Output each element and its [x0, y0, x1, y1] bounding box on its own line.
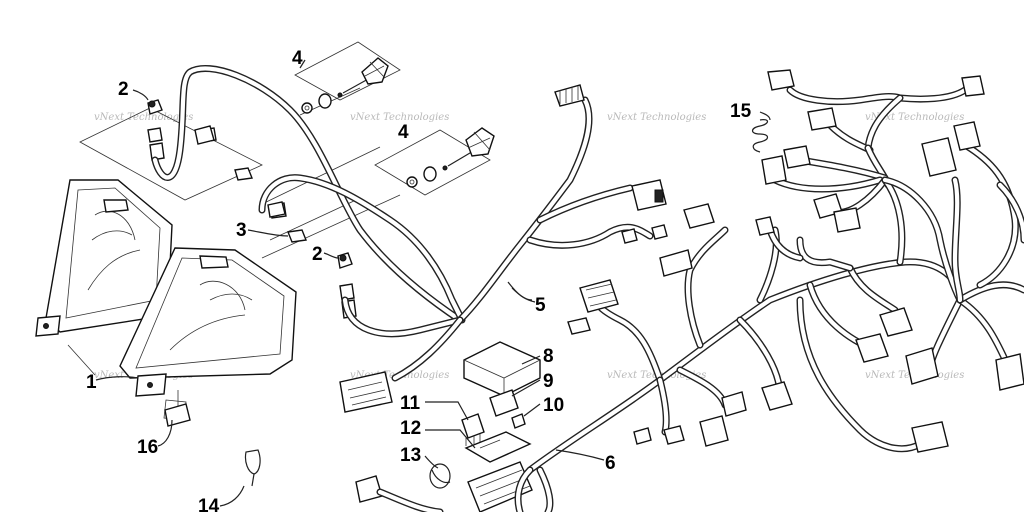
connector-group: [194, 84, 668, 413]
callout-label-9: 9: [543, 371, 554, 392]
callout-label-3: 3: [236, 220, 247, 241]
callout-label-4: 4: [398, 122, 409, 143]
fuse-12: [464, 431, 532, 463]
watermark: vNext Technologies: [350, 112, 449, 123]
relay-9: [489, 389, 519, 417]
callout-label-4: 4: [292, 48, 303, 69]
callout-label-2: 2: [312, 244, 323, 265]
bottom-left-connector: [355, 475, 444, 512]
watermark: vNext Technologies: [94, 112, 193, 123]
headlight-bulb: [199, 127, 307, 243]
callout-label-2: 2: [118, 79, 129, 100]
callout-label-14: 14: [198, 496, 220, 512]
fuse-10: [511, 413, 526, 429]
callout-labels: 1 2 2 3 4 4 5 6 8 9 10 11 12 13 14 15 16: [86, 48, 752, 512]
callout-label-8: 8: [543, 346, 554, 367]
fuse-box-cover: [463, 341, 541, 397]
callout-label-5: 5: [535, 295, 546, 316]
coil-15: [751, 119, 769, 153]
clamp-13: [429, 463, 451, 489]
callout-label-15: 15: [730, 101, 752, 122]
headlight-assembly-left: [35, 179, 173, 337]
aim-adjuster-lower: [374, 127, 495, 196]
relay-11: [461, 413, 485, 446]
callout-label-12: 12: [400, 418, 421, 439]
callout-label-11: 11: [400, 393, 421, 414]
leader-lines: [95, 59, 771, 507]
connector-16: [164, 403, 191, 427]
callout-label-13: 13: [400, 445, 421, 466]
callout-label-6: 6: [605, 453, 616, 474]
aim-adjuster-upper: [294, 41, 401, 114]
upper-right-harness: [766, 86, 1024, 304]
callout-label-1: 1: [86, 372, 97, 393]
cable-tie-14: [244, 449, 261, 487]
main-harness: [514, 226, 1024, 512]
watermark: vNext Technologies: [865, 112, 964, 123]
watermark: vNext Technologies: [607, 112, 706, 123]
callout-label-10: 10: [543, 395, 564, 416]
headlight-assembly-right: [119, 247, 297, 421]
headlight-harness: [151, 64, 654, 382]
bulb-socket-upper: [147, 99, 165, 161]
harness-connectors-right: [567, 69, 1024, 453]
callout-label-16: 16: [137, 437, 158, 458]
